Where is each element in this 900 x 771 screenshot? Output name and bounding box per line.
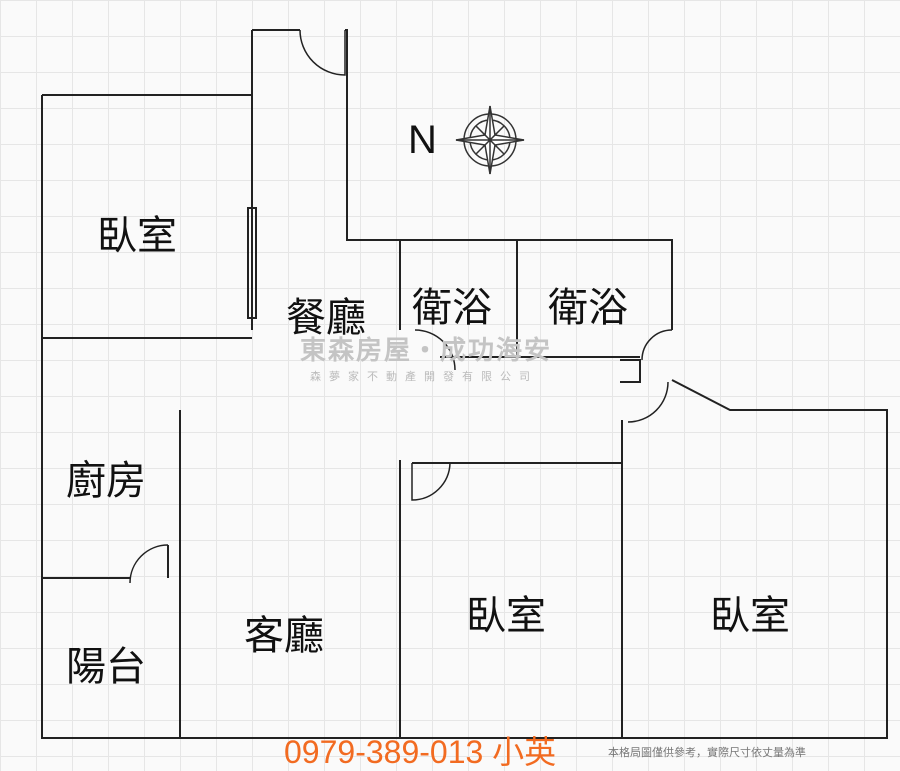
door-arc-bath2 (641, 329, 673, 361)
room-label-dining: 餐廳 (286, 295, 366, 341)
interior-walls (42, 359, 641, 738)
room-label-kitchen: 廚房 (66, 458, 146, 504)
room-label-bedroom-top: 臥室 (97, 213, 177, 259)
door-arc-bath (414, 329, 456, 371)
door-arc-bedroom-right (627, 381, 669, 423)
door-arc-entrance (299, 29, 346, 76)
window (247, 207, 257, 319)
north-label: N (408, 118, 437, 162)
watermark-company: 森夢家不動產開發有限公司 (310, 370, 538, 383)
disclaimer: 本格局圖僅供參考，實際尺寸依丈量為準 (608, 746, 806, 759)
compass-rose-icon (455, 105, 525, 175)
room-label-balcony: 陽台 (66, 644, 146, 690)
contact-phone: 0979-389-013 小英 (284, 734, 557, 770)
bedroom-left-wall (42, 30, 253, 339)
room-label-bedroom-right: 臥室 (710, 593, 790, 639)
bath-walls (399, 240, 640, 358)
room-label-bath2: 衛浴 (548, 285, 628, 331)
watermark-brand: 東森房屋・成功海安 (300, 336, 553, 366)
outer-wall (41, 29, 888, 739)
room-label-living: 客廳 (244, 613, 324, 659)
door-arc-bedroom-mid (411, 462, 451, 501)
room-label-bath1: 衛浴 (412, 285, 492, 331)
door-arc-balcony (129, 544, 169, 584)
room-label-bedroom-mid: 臥室 (466, 593, 546, 639)
